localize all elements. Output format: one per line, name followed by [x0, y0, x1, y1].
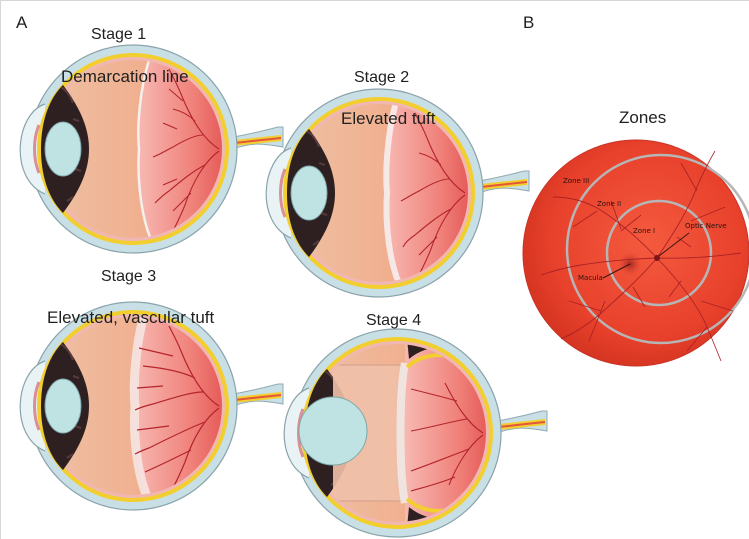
panel-label-b: B	[523, 13, 534, 33]
optic-nerve-label: Optic Nerve	[685, 222, 727, 230]
stage-2-title: Stage 2	[354, 69, 409, 87]
stage-1-description: Demarcation line	[61, 67, 189, 87]
fundus-diagram	[523, 140, 749, 366]
stage-1-title: Stage 1	[91, 26, 146, 44]
zone-ii-label: Zone II	[597, 200, 621, 208]
stage-4-title: Stage 4	[366, 312, 421, 330]
zone-iii-label: Zone III	[563, 177, 589, 185]
stage-3-eye	[20, 302, 283, 510]
stage-3-description: Elevated, vascular tuft	[47, 308, 214, 328]
macula-label: Macula	[578, 274, 603, 282]
panel-label-a: A	[16, 13, 27, 33]
zones-title: Zones	[619, 108, 666, 128]
zone-i-label: Zone I	[633, 227, 655, 235]
stage-3-title: Stage 3	[101, 268, 156, 286]
stage-2-description: Elevated tuft	[341, 109, 436, 129]
stage-4-eye	[284, 329, 547, 537]
